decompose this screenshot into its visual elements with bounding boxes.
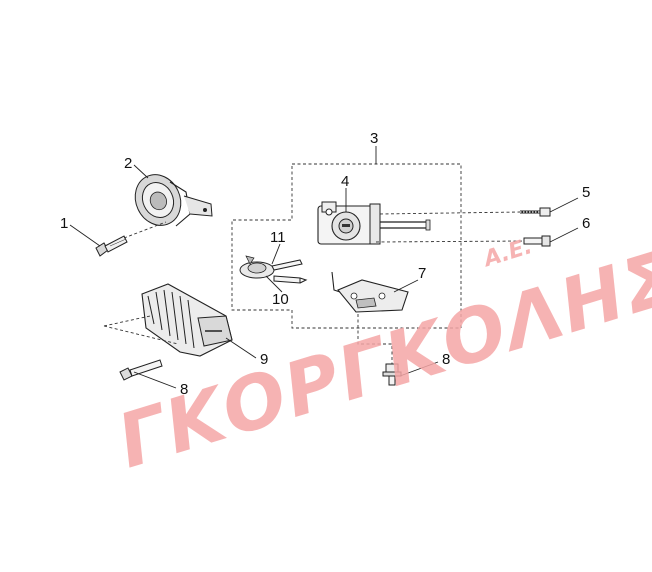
callout-10: 10 bbox=[272, 291, 289, 308]
callout-5: 5 bbox=[582, 184, 590, 201]
callout-8-right: 8 bbox=[442, 351, 450, 368]
bracket-part bbox=[331, 271, 409, 313]
leader-6 bbox=[549, 227, 579, 243]
callout-6: 6 bbox=[582, 215, 590, 232]
assembly-group-outline bbox=[231, 163, 462, 329]
leader-1 bbox=[69, 224, 101, 247]
alignment-line-5 bbox=[379, 211, 521, 215]
alignment-line-6 bbox=[375, 240, 525, 243]
callout-9: 9 bbox=[260, 351, 268, 368]
footrest-guide-1 bbox=[103, 315, 151, 327]
callout-8-left: 8 bbox=[180, 381, 188, 398]
leader-10 bbox=[265, 275, 283, 293]
callout-2: 2 bbox=[124, 155, 132, 172]
leader-8-right bbox=[399, 361, 439, 377]
watermark-main: ΓΚΟΡΓΚΟΛΗΣ bbox=[108, 234, 652, 485]
callout-3: 3 bbox=[370, 130, 378, 147]
callout-4: 4 bbox=[341, 173, 349, 190]
bolt-part-8-left bbox=[119, 359, 163, 381]
callout-7: 7 bbox=[418, 265, 426, 282]
horn-part bbox=[134, 174, 213, 227]
ignition-switch-part bbox=[317, 201, 431, 245]
leader-8-left bbox=[133, 371, 177, 389]
leader-11 bbox=[271, 243, 281, 265]
footrest-guide-2 bbox=[103, 325, 179, 345]
alignment-line-8 bbox=[357, 314, 393, 364]
leader-5 bbox=[549, 197, 579, 213]
callout-11: 11 bbox=[270, 229, 286, 246]
lock-and-key-part bbox=[239, 255, 308, 284]
screw-part-6 bbox=[523, 235, 551, 247]
screw-part-5 bbox=[520, 207, 551, 217]
callout-1: 1 bbox=[60, 215, 68, 232]
watermark-suffix: Α.Ε. bbox=[479, 234, 535, 273]
footrest-part bbox=[141, 283, 233, 357]
leader-7 bbox=[393, 279, 419, 293]
bolt-part-1 bbox=[95, 235, 128, 257]
leader-2 bbox=[133, 164, 149, 179]
leader-9 bbox=[225, 337, 257, 359]
horn-bolt-guide bbox=[123, 221, 167, 239]
bolt-part-8-right bbox=[382, 363, 402, 386]
